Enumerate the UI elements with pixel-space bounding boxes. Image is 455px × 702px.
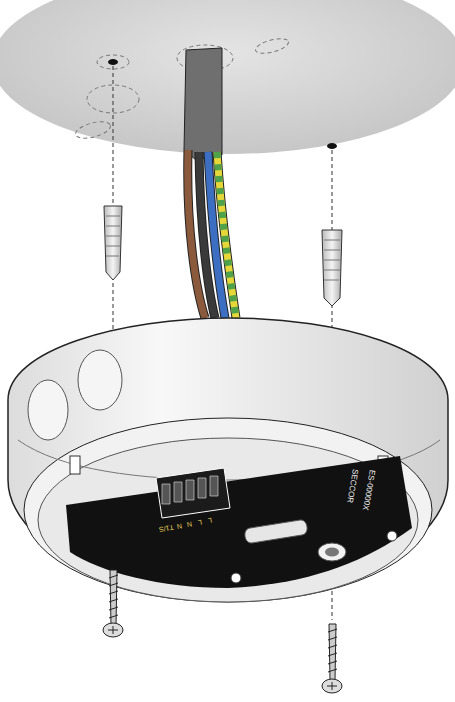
base-housing	[8, 318, 448, 602]
label-plate	[66, 456, 412, 588]
ceiling-marks	[74, 36, 290, 142]
wall-plug	[104, 206, 122, 280]
drill-hole	[327, 143, 337, 149]
cable	[184, 48, 236, 318]
terminal-block	[156, 468, 230, 518]
rivet	[231, 531, 397, 583]
screw-hole	[318, 543, 346, 561]
drill-hole	[108, 59, 118, 65]
ceiling	[0, 0, 455, 154]
screw	[103, 570, 123, 637]
screw	[322, 624, 342, 693]
keyhole-slot	[245, 520, 307, 543]
wall-plug	[322, 230, 342, 306]
